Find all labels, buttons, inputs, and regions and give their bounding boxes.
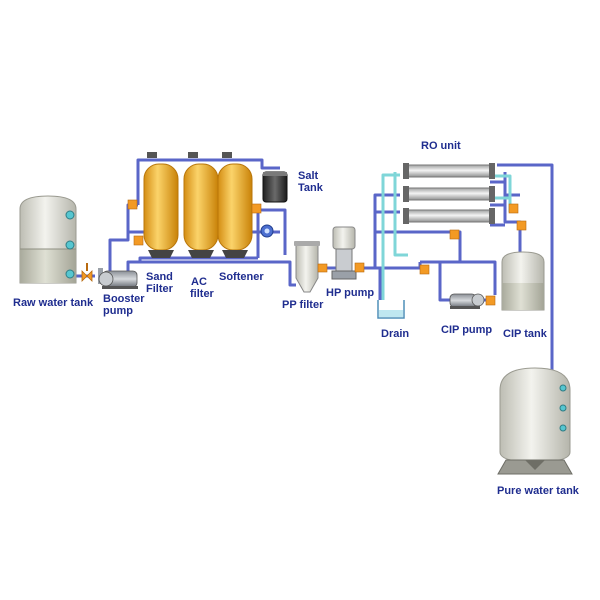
salt-tank: [262, 171, 288, 203]
pp-filter: [294, 241, 320, 293]
booster-pump-label-line2: pump: [103, 305, 133, 317]
pure-water-tank-label: Pure water tank: [497, 485, 579, 497]
pure-water-tank: [497, 367, 573, 475]
softener-label: Softener: [219, 271, 264, 283]
drain: [377, 300, 405, 319]
hp-pump-label: HP pump: [326, 287, 375, 299]
permeate-pipes: [381, 172, 512, 300]
cip-tank: [501, 251, 545, 311]
cip-pump-label: CIP pump: [441, 324, 493, 336]
ro-unit-label: RO unit: [421, 140, 461, 152]
valve-icon: [485, 295, 496, 306]
softener: [217, 152, 253, 258]
sand-filter-label: Sand: [146, 271, 173, 283]
drain-label: Drain: [381, 328, 410, 340]
valve-icon: [81, 263, 93, 282]
ac-filter-label-line2: filter: [190, 288, 214, 300]
booster-pump: [98, 268, 138, 289]
valve-icon: [260, 224, 274, 238]
cip-pump: [449, 293, 485, 309]
ro-membrane: [403, 163, 495, 179]
valve-icon: [516, 220, 527, 231]
valve-icon: [449, 229, 460, 240]
valve-icon: [133, 235, 144, 246]
valve-icon: [317, 263, 328, 273]
pp-filter-label: PP filter: [282, 299, 324, 311]
cip-tank-label: CIP tank: [503, 328, 547, 340]
salt-tank-label: Salt: [298, 170, 319, 182]
ro-membrane: [403, 186, 495, 202]
valve-icon: [251, 203, 262, 214]
raw-water-tank-label: Raw water tank: [13, 297, 94, 309]
ac-filter-label: AC: [191, 276, 207, 288]
booster-pump-label: Booster: [103, 293, 145, 305]
sand-filter-label-line2: Filter: [146, 283, 173, 295]
ro-membrane: [403, 208, 495, 224]
valve-icon: [419, 264, 430, 275]
valve-icon: [354, 262, 365, 273]
hp-pump: [331, 226, 357, 280]
ac-filter: [183, 152, 219, 258]
salt-tank-label-line2: Tank: [298, 182, 323, 194]
valve-icon: [127, 199, 138, 210]
valve-icon: [508, 203, 519, 214]
sand-filter: [143, 152, 179, 258]
raw-water-tank: [19, 195, 77, 284]
